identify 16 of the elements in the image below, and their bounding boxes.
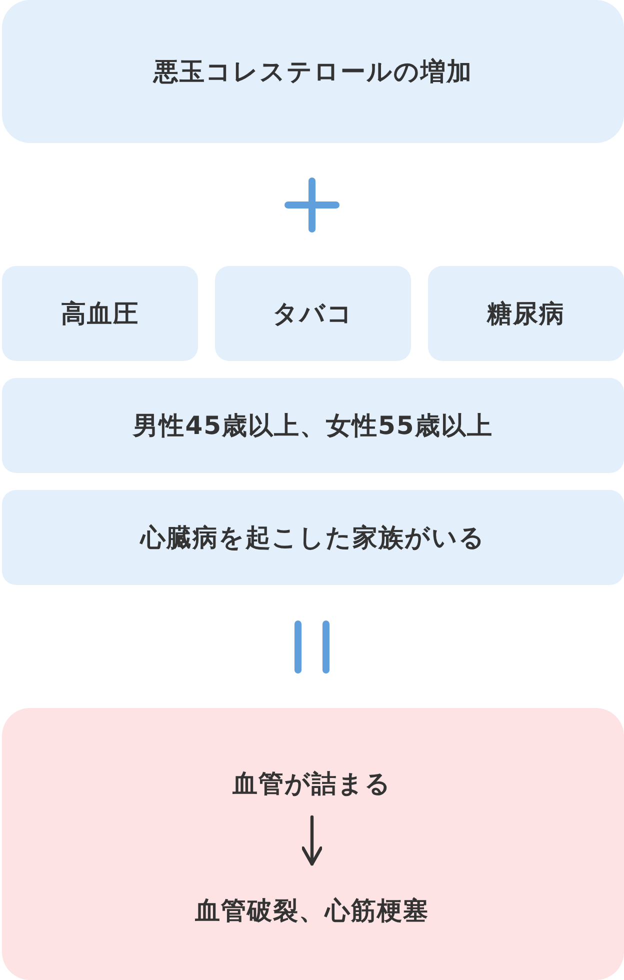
arrow (301, 815, 323, 866)
factor-label: 糖尿病 (487, 298, 565, 330)
factor-label: 男性45歳以上、女性55歳以上 (133, 410, 493, 442)
factor-box (2, 378, 624, 473)
factor-box (2, 490, 624, 585)
factor-box (428, 266, 624, 361)
result-box (2, 708, 624, 980)
factor-label: 心臓病を起こした家族がいる (140, 522, 486, 554)
factor-label: タバコ (272, 298, 354, 330)
factor-label: 悪玉コレステロールの増加 (154, 56, 472, 88)
result-text: 血管破裂、心筋梗塞 (112, 890, 512, 930)
factor-label: 高血圧 (61, 298, 139, 330)
factor-box (2, 266, 198, 361)
result-text: 血管が詰まる (162, 763, 462, 803)
factor-box (2, 0, 624, 143)
factor-box (215, 266, 411, 361)
